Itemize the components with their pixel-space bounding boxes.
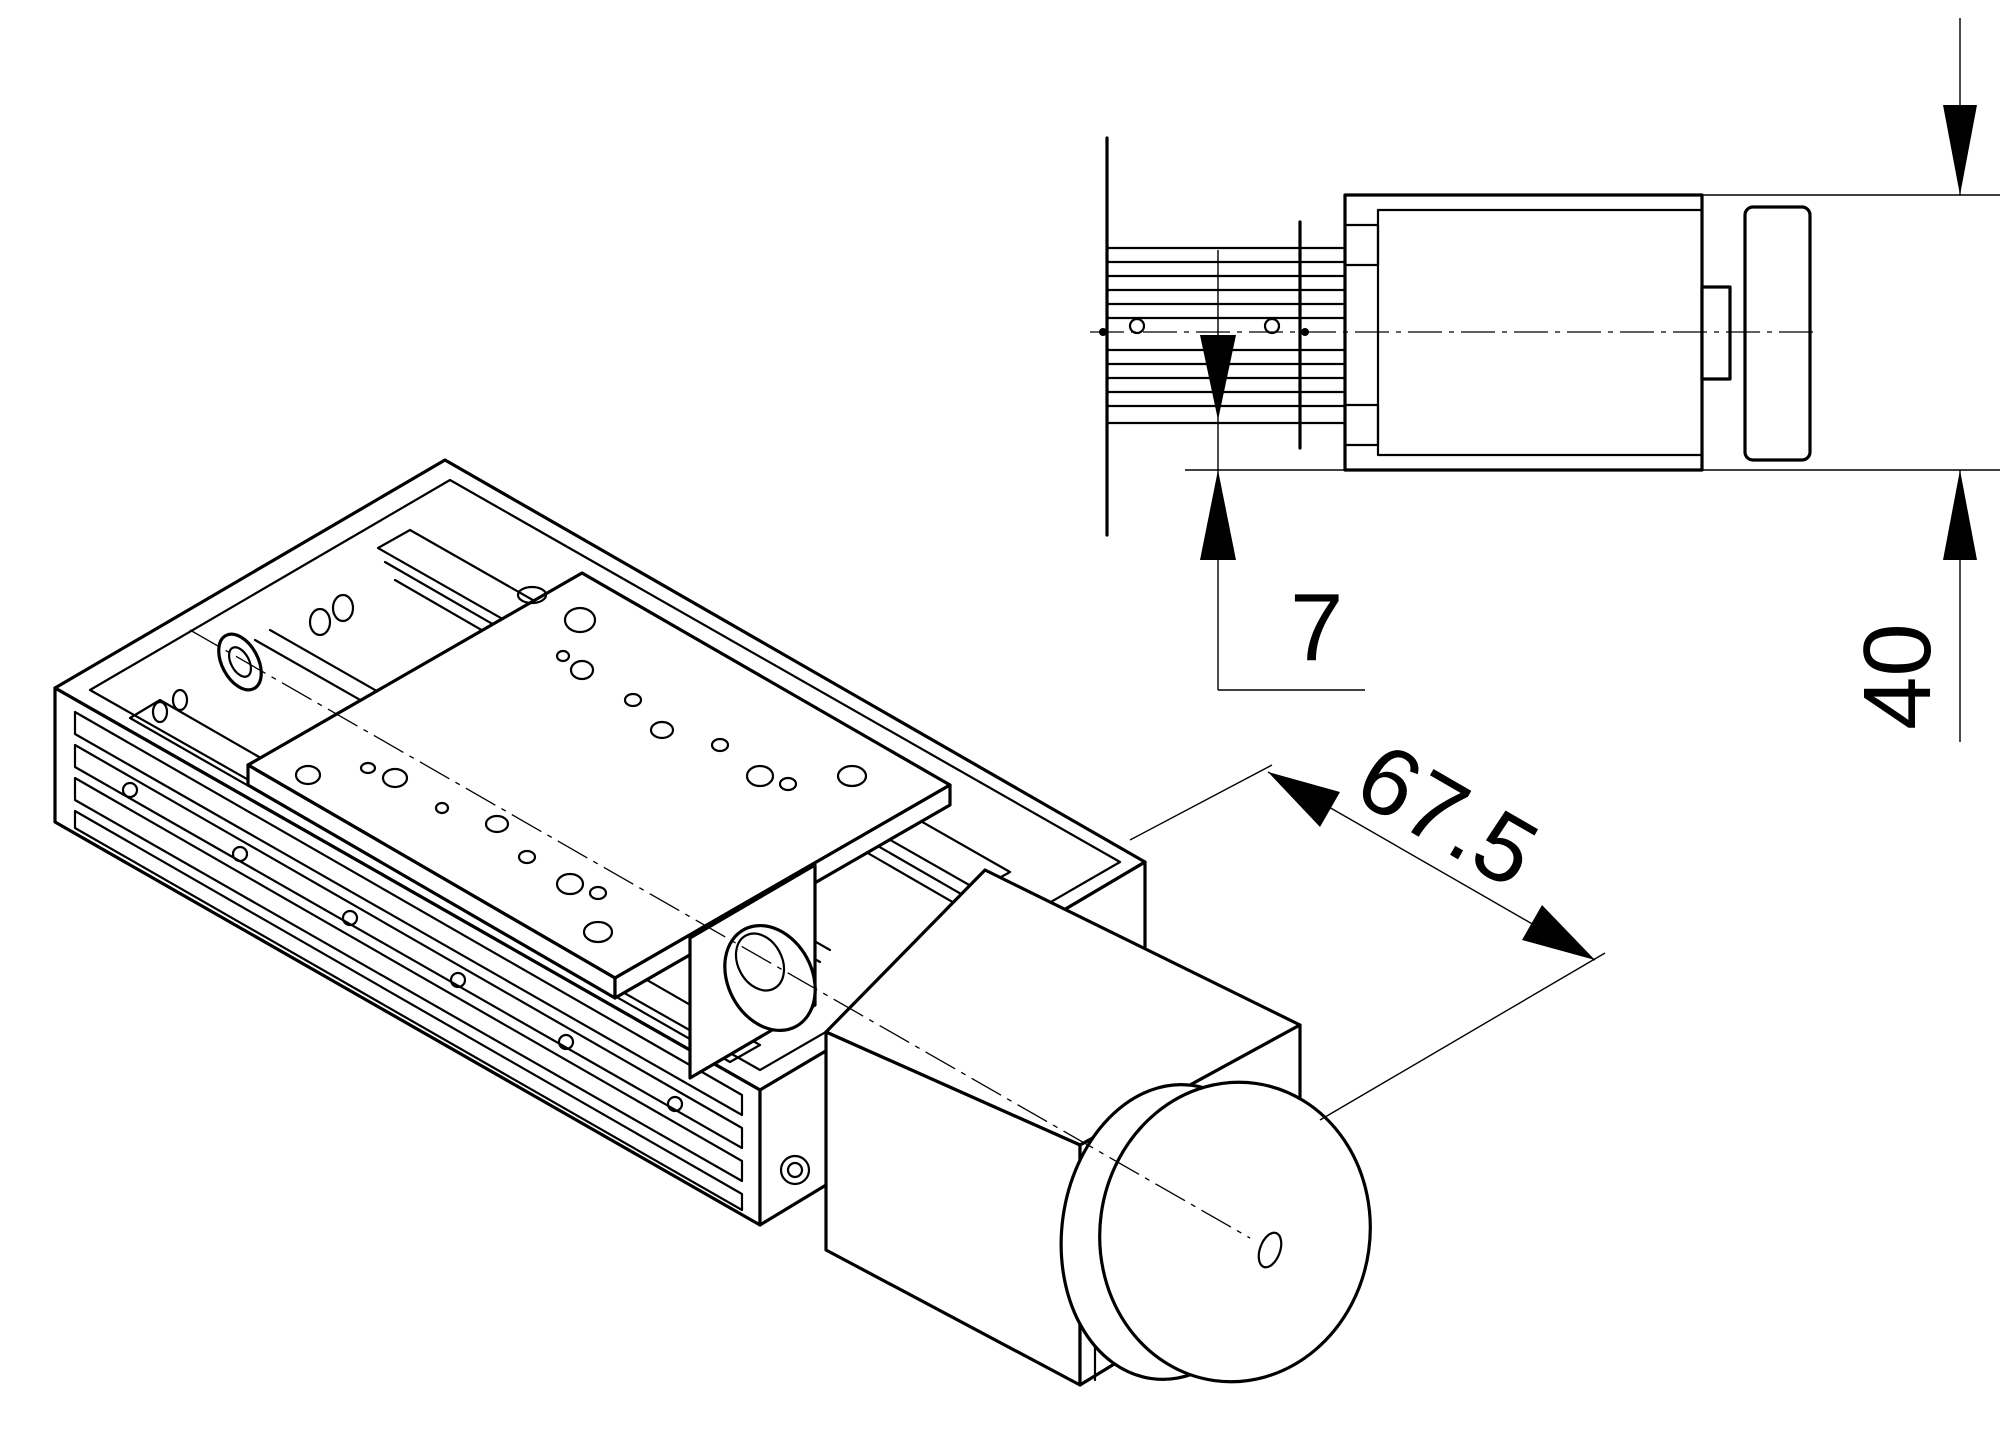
motor-end-cap: [189, 629, 1372, 1384]
side-plates: [1105, 136, 1302, 537]
end-plate-coupling: [688, 863, 817, 1186]
dim-label-67-5: 67.5: [1340, 723, 1555, 909]
side-view: 40 7: [1090, 18, 2000, 742]
dim-label-7: 7: [1290, 574, 1343, 681]
dim-label-40: 40: [1844, 623, 1951, 730]
dimension-40: 40: [1702, 18, 2000, 742]
cooling-fins: [73, 710, 744, 1212]
carriage-holes: [151, 585, 868, 944]
side-screws: [121, 781, 684, 1113]
isometric-view: 67.5: [53, 458, 1606, 1387]
dimension-7: 7: [1185, 250, 1365, 691]
